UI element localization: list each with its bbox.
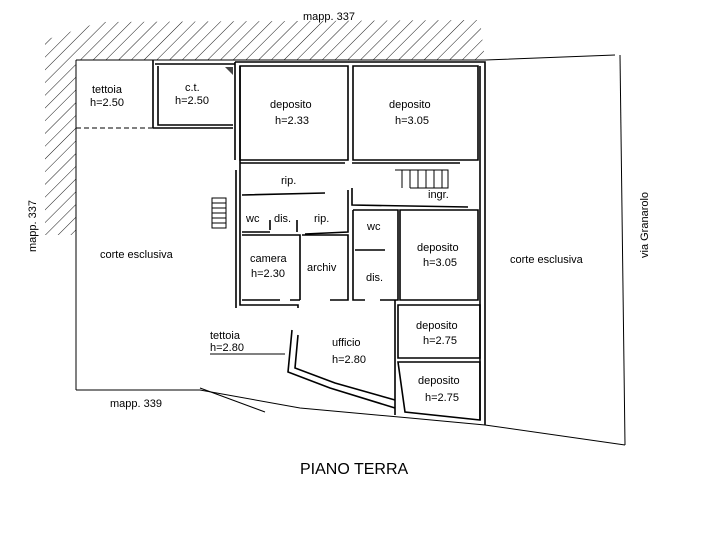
room-ufficio: ufficio xyxy=(332,337,361,349)
building-walls xyxy=(76,60,486,425)
room-wc-1: wc xyxy=(245,213,260,225)
room-deposito-2: deposito xyxy=(389,99,431,111)
north-boundary-label: mapp. 337 xyxy=(303,11,355,23)
room-ct: c.t. xyxy=(185,82,200,94)
room-dis-1: dis. xyxy=(274,213,291,225)
room-tettoia-height: h=2.50 xyxy=(90,97,124,109)
room-archiv: archiv xyxy=(307,262,337,274)
room-dis-2: dis. xyxy=(366,272,383,284)
room-deposito-2-height: h=3.05 xyxy=(395,115,429,127)
courtyard-right-label: corte esclusiva xyxy=(510,254,584,266)
room-deposito-5-height: h=2.75 xyxy=(425,392,459,404)
room-rip-2: rip. xyxy=(314,213,329,225)
room-deposito-3: deposito xyxy=(417,242,459,254)
room-rip-1: rip. xyxy=(281,175,296,187)
room-tettoia: tettoia xyxy=(92,84,123,96)
room-ingr: ingr. xyxy=(428,189,449,201)
plan-title: PIANO TERRA xyxy=(300,461,409,478)
room-deposito-4-height: h=2.75 xyxy=(423,335,457,347)
room-ufficio-height: h=2.80 xyxy=(332,354,366,366)
room-camera: camera xyxy=(250,253,288,265)
courtyard-left-label: corte esclusiva xyxy=(100,249,174,261)
lot-boundaries xyxy=(75,54,626,446)
canopy-south-height: h=2.80 xyxy=(210,342,244,354)
room-wc-2: wc xyxy=(366,221,381,233)
room-labels: tettoia h=2.50 c.t. h=2.50 deposito h=2.… xyxy=(90,82,460,404)
canopy-south-name: tettoia xyxy=(210,330,241,342)
stairs-icon xyxy=(211,67,449,229)
neighbour-hatching xyxy=(45,20,485,235)
west-boundary-label: mapp. 337 xyxy=(27,200,39,252)
room-deposito-1-height: h=2.33 xyxy=(275,115,309,127)
room-ct-height: h=2.50 xyxy=(175,95,209,107)
room-deposito-3-height: h=3.05 xyxy=(423,257,457,269)
room-deposito-5: deposito xyxy=(418,375,460,387)
room-deposito-4: deposito xyxy=(416,320,458,332)
east-boundary-label: via Granarolo xyxy=(639,192,651,258)
room-deposito-1: deposito xyxy=(270,99,312,111)
room-camera-height: h=2.30 xyxy=(251,268,285,280)
south-boundary-label: mapp. 339 xyxy=(110,398,162,410)
